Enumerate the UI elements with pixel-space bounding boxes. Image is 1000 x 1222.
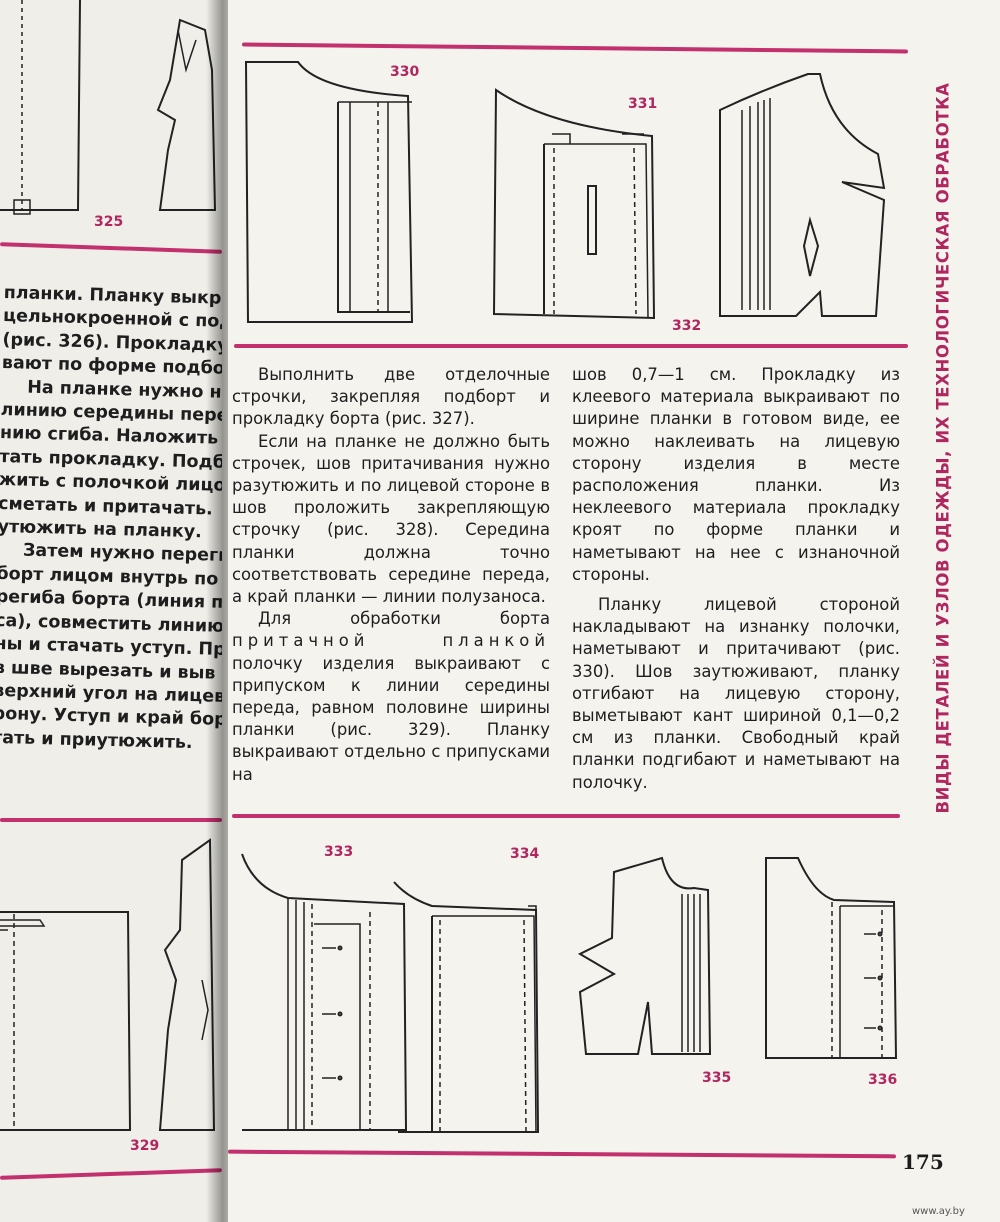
- spaced-term: притачной планкой: [232, 631, 550, 651]
- middle-column-text: Выполнить две отделочные строчки, закреп…: [232, 364, 550, 786]
- figure-333-drawing: [234, 848, 414, 1138]
- watermark: www.ay.by: [912, 1206, 965, 1217]
- figure-335-number: 335: [702, 1070, 732, 1086]
- left-middle-rule: [0, 818, 222, 822]
- paragraph-start: Для обработки борта: [258, 609, 550, 629]
- figure-329-drawing: [0, 830, 222, 1150]
- figure-334-number: 334: [510, 846, 540, 862]
- figure-330-drawing: [238, 60, 418, 330]
- figure-329-number: 329: [130, 1138, 160, 1154]
- side-title-text: ВИДЫ ДЕТАЛЕЙ И УЗЛОВ ОДЕЖДЫ, ИХ ТЕХНОЛОГ…: [933, 82, 953, 814]
- left-column-text: планки. Планку выкр цельнокроенной с под…: [0, 282, 222, 756]
- paragraph: Планку лицевой стороной накладывают на и…: [572, 595, 900, 792]
- figure-331-drawing: [488, 86, 658, 326]
- figure-333-number: 333: [324, 844, 354, 860]
- figure-336-number: 336: [868, 1072, 898, 1088]
- side-title: ВИДЫ ДЕТАЛЕЙ И УЗЛОВ ОДЕЖДЫ, ИХ ТЕХНОЛОГ…: [925, 48, 961, 848]
- paragraph: Если на планке не должно быть строчек, ш…: [232, 431, 550, 607]
- right-page: 330 331 332 Выполнить две отделочные стр: [228, 0, 1000, 1222]
- figure-325-drawing: [0, 0, 222, 240]
- figure-334-drawing: [388, 876, 568, 1138]
- lower-text-rule: [232, 814, 900, 818]
- right-column-text: шов 0,7—1 см. Прокладку из клеевого мате…: [572, 364, 900, 794]
- figure-325-number: 325: [94, 214, 124, 230]
- paragraph: Для обработки борта притачной планкой по…: [232, 608, 550, 786]
- upper-text-rule: [234, 344, 908, 348]
- figure-335-drawing: [574, 852, 754, 1062]
- left-bottom-rule: [0, 1168, 222, 1180]
- top-rule: [241, 42, 909, 54]
- figure-332-number: 332: [672, 318, 702, 334]
- paragraph: шов 0,7—1 см. Прокладку из клеевого мате…: [572, 365, 900, 584]
- figure-332-drawing: [712, 70, 892, 330]
- figure-336-drawing: [758, 854, 908, 1064]
- paragraph-end: полочку изделия выкраивают с припуском к…: [232, 653, 550, 784]
- left-top-rule: [0, 242, 222, 254]
- figure-330-number: 330: [390, 64, 420, 80]
- bottom-rule: [228, 1149, 897, 1159]
- left-page: 325 планки. Планку выкр цельнокроенной с…: [0, 0, 222, 1222]
- figure-331-number: 331: [628, 96, 658, 112]
- paragraph: Выполнить две отделочные строчки, закреп…: [232, 365, 550, 429]
- page-number: 175: [902, 1150, 944, 1174]
